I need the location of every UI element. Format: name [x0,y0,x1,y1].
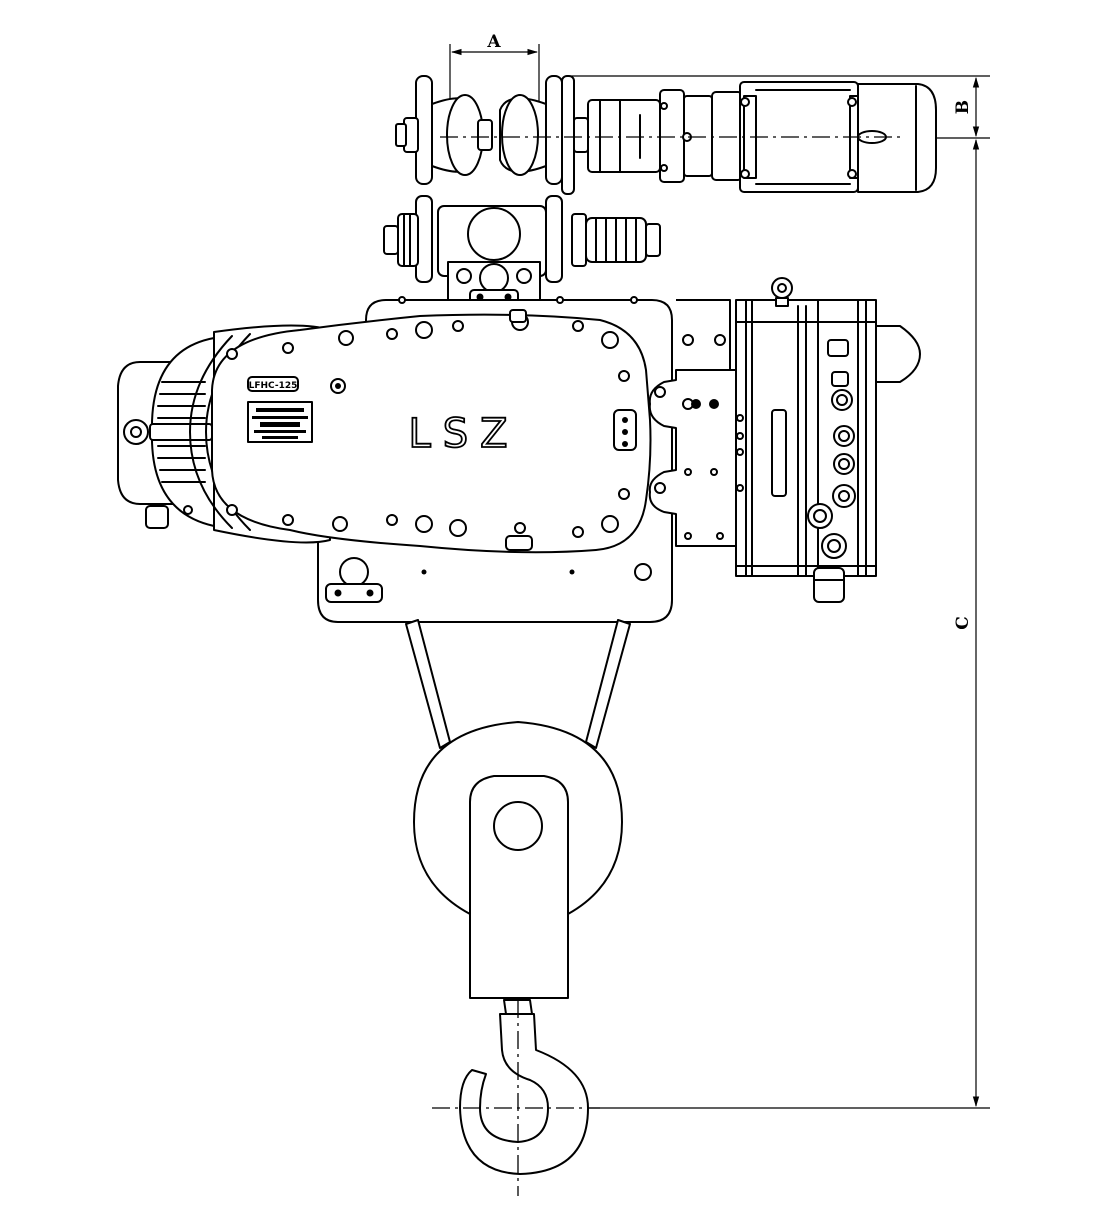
mounting-bracket [648,299,741,547]
hook-block [413,721,623,1196]
gearbox-cover: LFHC-125 LSZ [211,309,652,554]
trolley-upper-wheels [395,75,937,195]
dimension-a-label: A [486,32,501,52]
dimension-b-label: B [953,100,973,114]
dimension-a: A [449,32,540,104]
dimension-c: C [580,138,990,1109]
trolley-lower-wheels [383,195,661,311]
control-box [735,277,921,603]
model-plate-label: LFHC-125 [249,381,298,391]
brand-label: LSZ [408,411,519,457]
dimension-c-label: C [953,616,973,630]
dimension-b: B [570,75,990,139]
